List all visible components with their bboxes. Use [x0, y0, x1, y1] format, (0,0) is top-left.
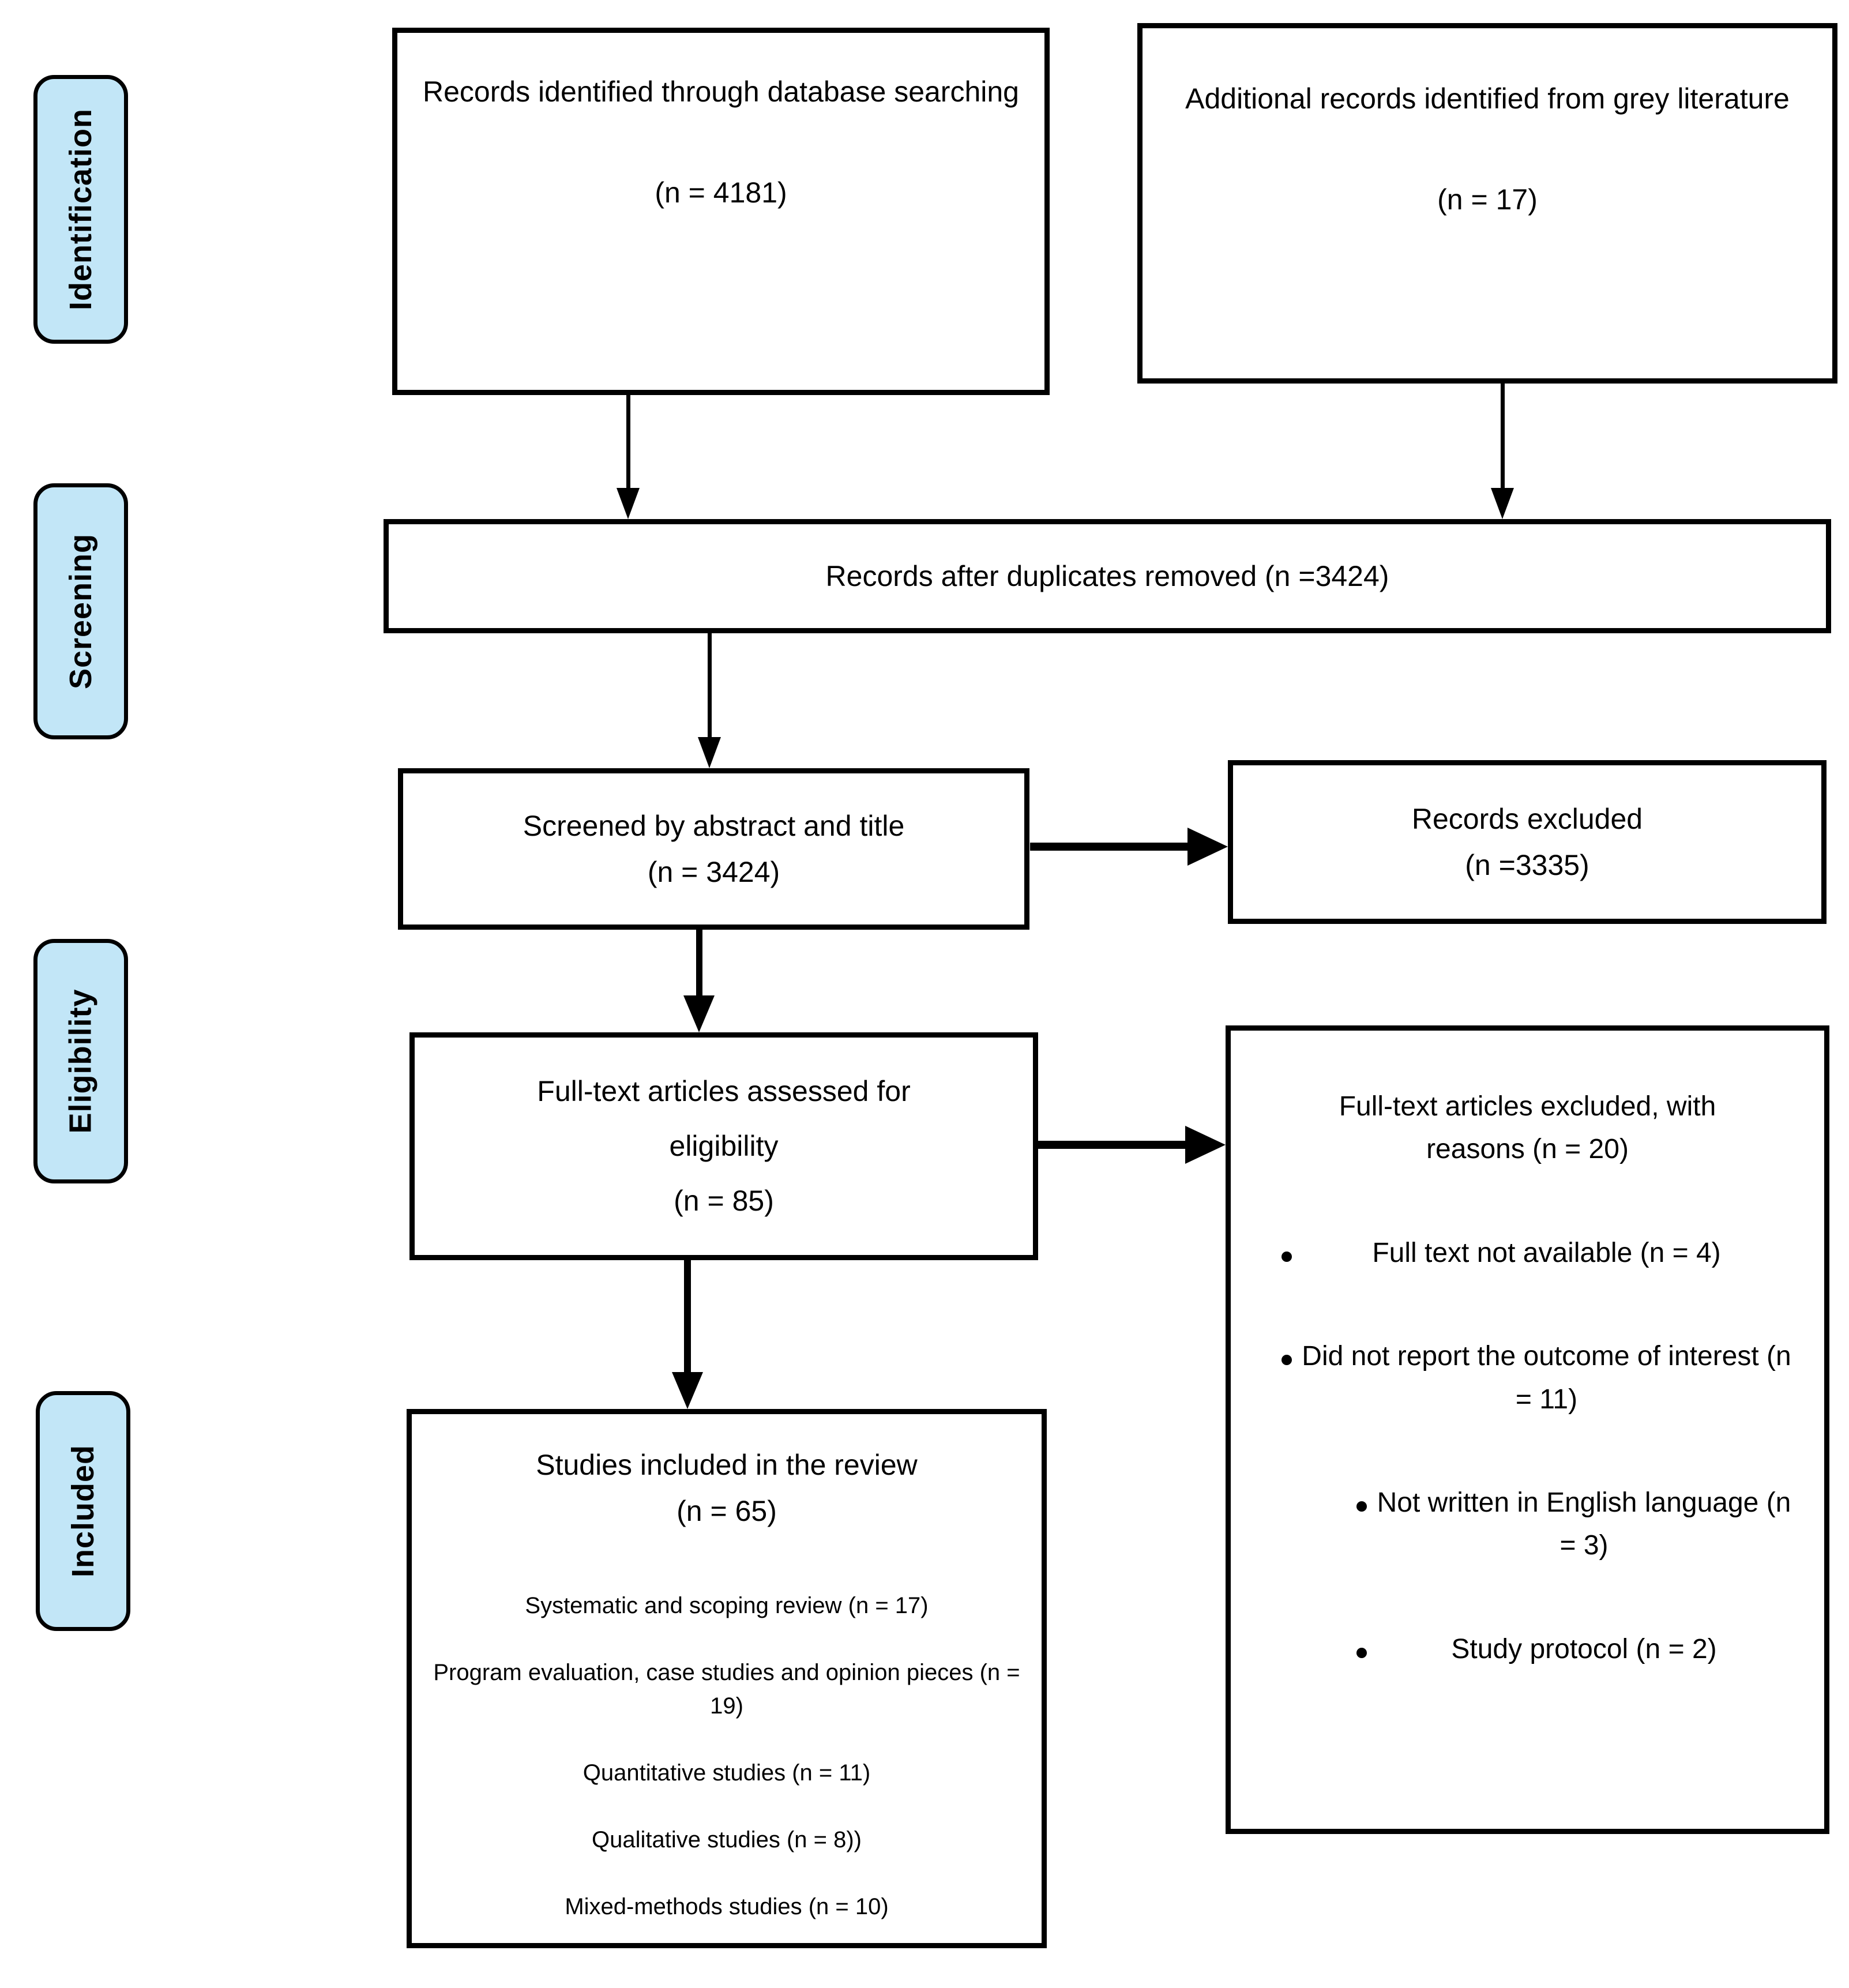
- box-records-database-search-count: (n = 4181): [655, 176, 787, 209]
- box-grey-literature-count: (n = 17): [1437, 183, 1538, 216]
- stage-label-eligibility-text: Eligibility: [63, 989, 98, 1134]
- box-fulltext-excluded: Full-text articles excluded, with reason…: [1226, 1025, 1829, 1834]
- stage-label-eligibility: Eligibility: [33, 939, 128, 1183]
- exclusion-reason-item: Study protocol (n = 2): [1254, 1628, 1801, 1671]
- arrowhead-down-icon: [1491, 488, 1514, 519]
- bullet-icon: [1281, 1251, 1292, 1262]
- box-grey-literature: Additional records identified from grey …: [1137, 23, 1837, 384]
- stage-label-included: Included: [36, 1391, 130, 1631]
- box-duplicates-removed: Records after duplicates removed (n =342…: [384, 519, 1831, 633]
- box-records-database-search-text: Records identified through database sear…: [422, 76, 1019, 108]
- box-screened-text: Screened by abstract and title: [523, 810, 905, 842]
- included-study-type: Systematic and scoping review (n = 17): [525, 1593, 929, 1618]
- box-fulltext-assessed-count: (n = 85): [674, 1185, 774, 1217]
- arrow-line: [1501, 384, 1505, 490]
- stage-label-screening: Screening: [33, 483, 128, 739]
- box-duplicates-removed-text: Records after duplicates removed (n =342…: [825, 559, 1389, 592]
- box-screened: Screened by abstract and title (n = 3424…: [398, 768, 1029, 930]
- bullet-icon: [1281, 1355, 1292, 1366]
- included-study-type: Quantitative studies (n = 11): [582, 1760, 871, 1786]
- box-records-database-search: Records identified through database sear…: [392, 28, 1050, 395]
- arrowhead-down-icon: [617, 488, 640, 519]
- bullet-icon: [1356, 1647, 1367, 1658]
- exclusion-reason-text: Full text not available (n = 4): [1372, 1237, 1721, 1268]
- arrow-line: [1038, 1141, 1187, 1149]
- exclusion-reason-item: Not written in English language (n = 3): [1254, 1482, 1801, 1568]
- included-study-type: Qualitative studies (n = 8)): [592, 1827, 862, 1852]
- arrowhead-down-icon: [672, 1372, 703, 1409]
- box-fulltext-excluded-heading: Full-text articles excluded, with reason…: [1339, 1085, 1716, 1171]
- arrowhead-right-icon: [1187, 828, 1228, 866]
- box-studies-included-heading: Studies included in the review: [536, 1449, 918, 1481]
- arrow-line: [696, 930, 702, 998]
- box-fulltext-excluded-heading-line2: reasons (n = 20): [1426, 1134, 1629, 1165]
- included-study-type: Mixed-methods studies (n = 10): [565, 1894, 889, 1919]
- arrow-line: [684, 1260, 691, 1373]
- exclusion-reason-text: Not written in English language (n = 3): [1377, 1487, 1791, 1561]
- arrowhead-right-icon: [1185, 1126, 1226, 1164]
- box-fulltext-excluded-heading-line1: Full-text articles excluded, with: [1339, 1091, 1716, 1122]
- arrow-line: [1030, 843, 1189, 851]
- box-fulltext-assessed-line2: eligibility: [669, 1130, 779, 1162]
- box-fulltext-assessed-line1: Full-text articles assessed for: [537, 1075, 911, 1107]
- exclusion-reason-text: Did not report the outcome of interest (…: [1302, 1341, 1791, 1415]
- box-records-excluded: Records excluded (n =3335): [1228, 760, 1827, 924]
- included-study-type-list: Systematic and scoping review (n = 17) P…: [432, 1589, 1021, 1923]
- box-studies-included: Studies included in the review (n = 65) …: [407, 1409, 1047, 1948]
- included-study-type: Program evaluation, case studies and opi…: [433, 1660, 1020, 1719]
- box-studies-included-count: (n = 65): [677, 1495, 777, 1527]
- arrowhead-down-icon: [683, 995, 715, 1032]
- stage-label-identification: Identification: [33, 75, 128, 344]
- arrow-line: [626, 395, 630, 490]
- exclusion-reason-item: Did not report the outcome of interest (…: [1254, 1335, 1801, 1421]
- stage-label-included-text: Included: [66, 1444, 101, 1578]
- bullet-icon: [1356, 1501, 1367, 1512]
- exclusion-reason-text: Study protocol (n = 2): [1451, 1633, 1717, 1664]
- box-records-excluded-text: Records excluded: [1411, 803, 1643, 835]
- box-fulltext-assessed: Full-text articles assessed for eligibil…: [409, 1032, 1038, 1260]
- stage-label-screening-text: Screening: [63, 533, 98, 690]
- exclusion-reason-item: Full text not available (n = 4): [1254, 1232, 1801, 1275]
- arrow-line: [708, 633, 712, 738]
- box-grey-literature-text: Additional records identified from grey …: [1185, 82, 1790, 115]
- box-screened-count: (n = 3424): [647, 856, 780, 888]
- box-records-excluded-count: (n =3335): [1465, 849, 1589, 881]
- stage-label-identification-text: Identification: [63, 108, 98, 310]
- arrowhead-down-icon: [698, 737, 721, 768]
